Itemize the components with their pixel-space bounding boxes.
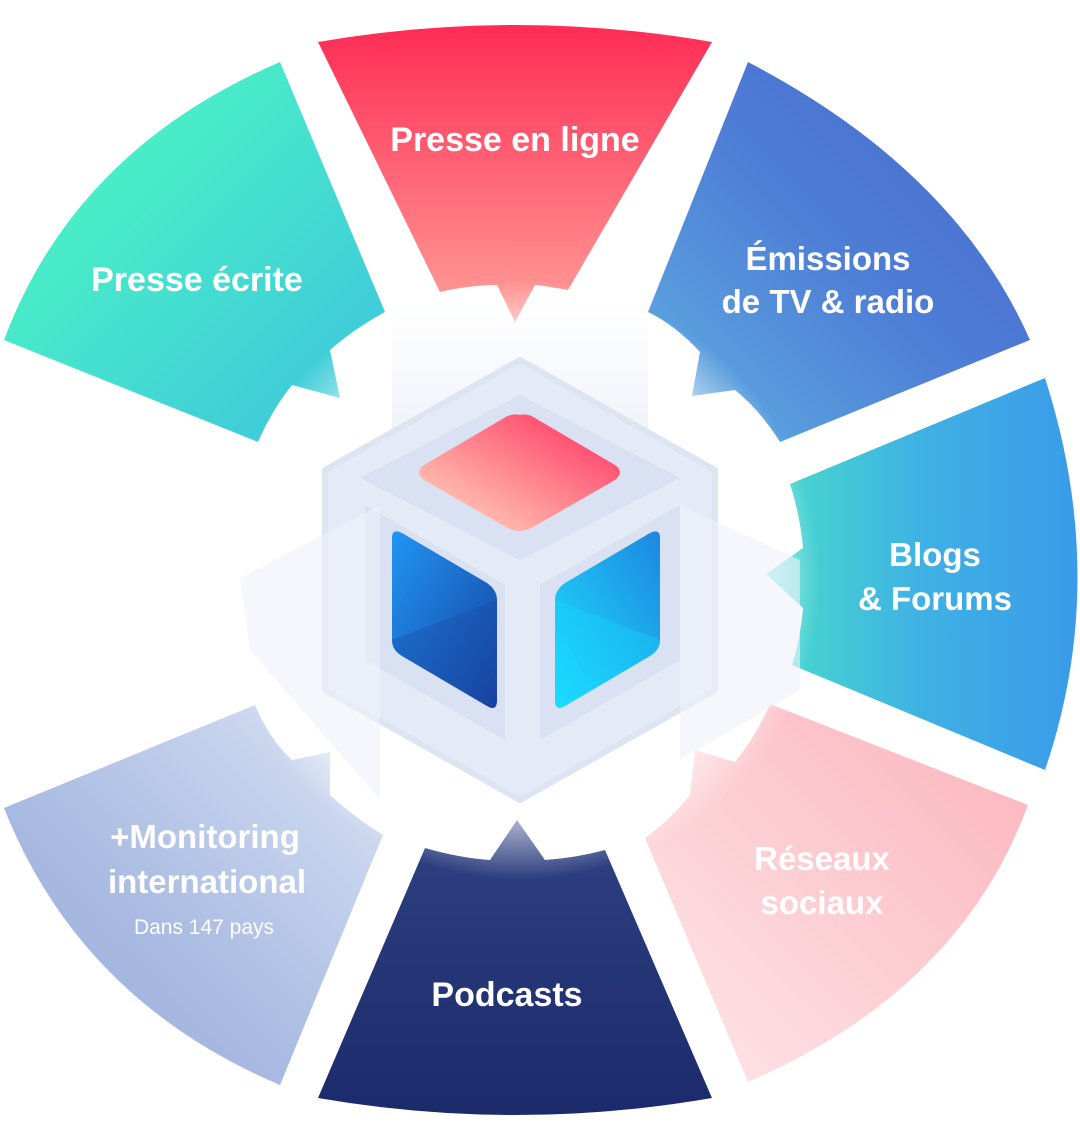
label-presse-ecrite: Presse écrite: [91, 261, 303, 299]
label-podcasts: Podcasts: [431, 976, 582, 1014]
segment-presse-ecrite[interactable]: [4, 62, 385, 442]
label-blogs-line2: & Forums: [858, 580, 1012, 617]
label-monitoring-line1: +Monitoring: [110, 818, 300, 855]
cube-left-face-icon: [392, 531, 497, 708]
central-hub: [220, 280, 820, 880]
label-emissions-line2: de TV & radio: [722, 283, 935, 320]
segment-emissions-tv-radio[interactable]: [648, 62, 1030, 442]
cube-top-face-icon: [419, 414, 620, 531]
label-presse-en-ligne: Presse en ligne: [390, 121, 639, 159]
segment-blogs-forums[interactable]: [766, 378, 1078, 770]
label-monitoring-sub: Dans 147 pays: [134, 916, 274, 939]
label-blogs-line1: Blogs: [889, 536, 981, 573]
segment-reseaux-sociaux[interactable]: [645, 704, 1028, 1082]
label-reseaux-line2: sociaux: [761, 884, 885, 921]
label-reseaux-line1: Réseaux: [754, 840, 890, 877]
cube-right-face-icon: [555, 531, 660, 708]
label-emissions-line1: Émissions: [745, 240, 910, 277]
segment-monitoring-international[interactable]: [4, 705, 383, 1085]
label-monitoring-line2: international: [108, 863, 306, 900]
segment-presse-en-ligne[interactable]: [318, 25, 712, 322]
segment-podcasts[interactable]: [318, 820, 712, 1115]
